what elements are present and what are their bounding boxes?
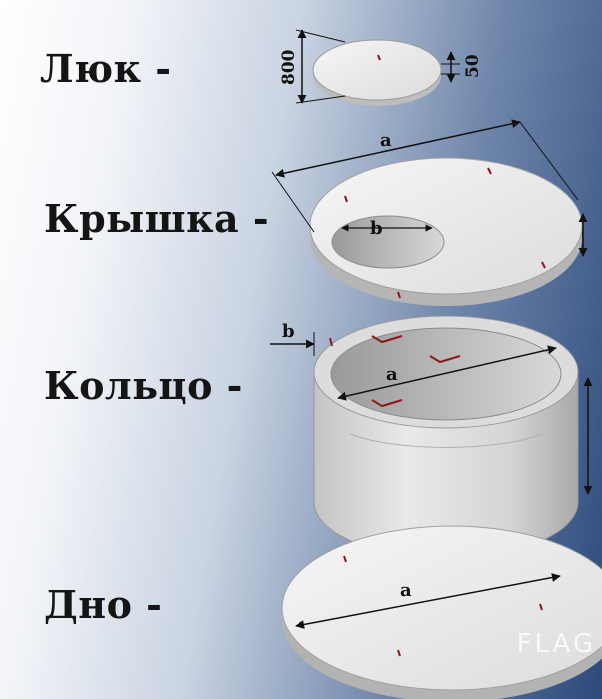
- hatch-lift-loop: [377, 54, 381, 61]
- label-bottom: Дно -: [44, 582, 163, 627]
- ring-diameter-line: [337, 345, 557, 401]
- label-cover: Крышка -: [44, 196, 270, 241]
- hatch: 800 50: [279, 29, 483, 106]
- bottom-slab: a: [281, 525, 602, 699]
- cover-slab: a b: [271, 119, 588, 306]
- cover-outer-dim-line: [275, 119, 521, 178]
- hatch-ext-line-bottom: [295, 95, 346, 104]
- ring-diameter-label: a: [386, 364, 398, 385]
- hatch-ext-line-top: [295, 29, 346, 43]
- hatch-top: [312, 39, 442, 101]
- cover-ext-line-left: [271, 171, 315, 233]
- cover-ext-line-right: [519, 121, 579, 201]
- ring: a b: [270, 315, 593, 559]
- bottom-top: [281, 525, 602, 691]
- ring-inner: [330, 327, 562, 421]
- label-hatch: Люк -: [40, 46, 172, 91]
- cover-hole-dim-label: b: [370, 218, 383, 239]
- cover-hole: [331, 215, 445, 269]
- watermark: FLAG: [516, 629, 596, 659]
- bottom-diameter-label: a: [400, 580, 412, 601]
- hatch-thickness-label: 50: [463, 54, 483, 78]
- hatch-diameter-label: 800: [279, 49, 299, 85]
- bottom-diameter-line: [295, 573, 561, 629]
- cover-outer-dim-label: a: [380, 130, 392, 151]
- ring-wall-dim-label: b: [282, 321, 295, 342]
- ring-inner-bottom: [349, 433, 543, 448]
- label-ring: Кольцо -: [44, 363, 243, 408]
